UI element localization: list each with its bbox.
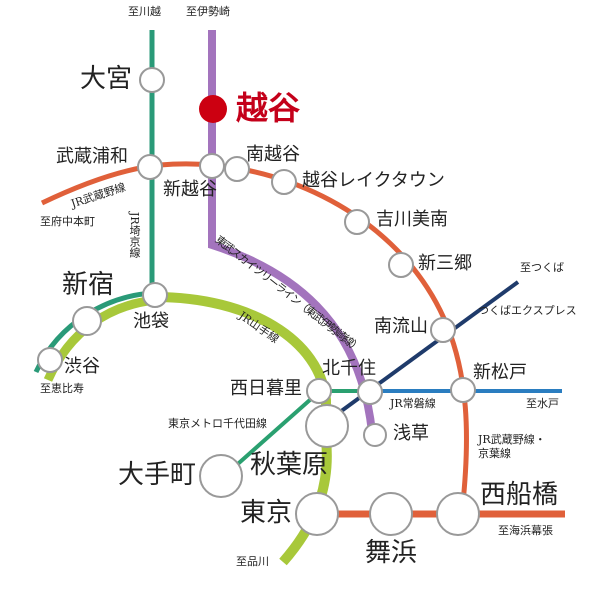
station-akihabara xyxy=(305,404,349,448)
station-tokyo xyxy=(295,492,339,536)
label-maihama: 舞浜 xyxy=(365,538,418,568)
label-koshigaya: 越谷 xyxy=(236,89,301,127)
station-kita-senju xyxy=(357,379,383,405)
station-otemachi xyxy=(199,454,243,498)
station-asakusa xyxy=(363,423,387,447)
label-asakusa: 浅草 xyxy=(393,423,429,444)
label-shin-misato: 新三郷 xyxy=(418,253,472,274)
label-nishi-nippori: 西日暮里 xyxy=(230,378,302,399)
station-shin-matsudo xyxy=(450,377,476,403)
label-tokyo: 東京 xyxy=(240,498,293,528)
label-shinjuku: 新宿 xyxy=(62,270,115,300)
label-musashi-urawa: 武蔵浦和 xyxy=(56,146,128,167)
station-omiya xyxy=(139,67,165,93)
station-shin-misato xyxy=(388,252,414,278)
label-ikebukuro: 池袋 xyxy=(133,311,169,332)
station-nishi-funabashi xyxy=(436,492,480,536)
label-shin-matsudo: 新松戸 xyxy=(473,362,527,383)
label-line-chiyoda: 東京メトロ千代田線 xyxy=(168,417,267,430)
label-yoshikawa-minami: 吉川美南 xyxy=(376,209,448,230)
station-ikebukuro xyxy=(142,282,168,308)
dest-ebisu: 至恵比寿 xyxy=(40,382,84,395)
label-otemachi: 大手町 xyxy=(118,460,197,490)
station-shin-koshigaya xyxy=(199,153,225,179)
dest-kawagoe: 至川越 xyxy=(128,5,161,18)
station-musashi-urawa xyxy=(137,154,163,180)
label-akihabara: 秋葉原 xyxy=(250,450,329,480)
label-line-joban: JR常磐線 xyxy=(390,397,436,410)
label-shin-koshigaya: 新越谷 xyxy=(163,179,217,200)
station-koshigaya xyxy=(199,95,227,123)
dest-tsukuba: 至つくば xyxy=(520,261,564,274)
label-kita-senju: 北千住 xyxy=(322,358,376,379)
station-lake-town xyxy=(271,169,297,195)
label-minami-nagareyama: 南流山 xyxy=(374,316,428,337)
dest-isesaki: 至伊勢崎 xyxy=(186,5,230,18)
station-shinjuku xyxy=(72,306,102,336)
station-minami-nagareyama xyxy=(430,317,456,343)
station-maihama xyxy=(369,492,413,536)
label-omiya: 大宮 xyxy=(80,64,133,94)
musashino-line xyxy=(40,161,470,513)
station-yoshikawa-minami xyxy=(344,209,370,235)
station-nishi-nippori xyxy=(306,378,332,404)
dest-mito: 至水戸 xyxy=(526,397,559,410)
label-line-tx: つくばエクスプレス xyxy=(478,304,577,317)
station-shibuya xyxy=(37,347,63,373)
label-minami-koshigaya: 南越谷 xyxy=(246,144,300,165)
dest-fuchu: 至府中本町 xyxy=(40,215,95,228)
dest-makuhari: 至海浜幕張 xyxy=(498,524,553,537)
label-lake-town: 越谷レイクタウン xyxy=(302,170,445,191)
label-line-saikyo: JR埼京線 xyxy=(128,212,141,258)
label-nishi-funabashi: 西船橋 xyxy=(480,480,559,510)
label-line-musashino-keiyo: JR武蔵野線・京葉線 xyxy=(478,433,546,461)
dest-shinagawa: 至品川 xyxy=(236,555,269,568)
station-minami-koshigaya xyxy=(224,156,250,182)
label-shibuya: 渋谷 xyxy=(64,356,100,377)
